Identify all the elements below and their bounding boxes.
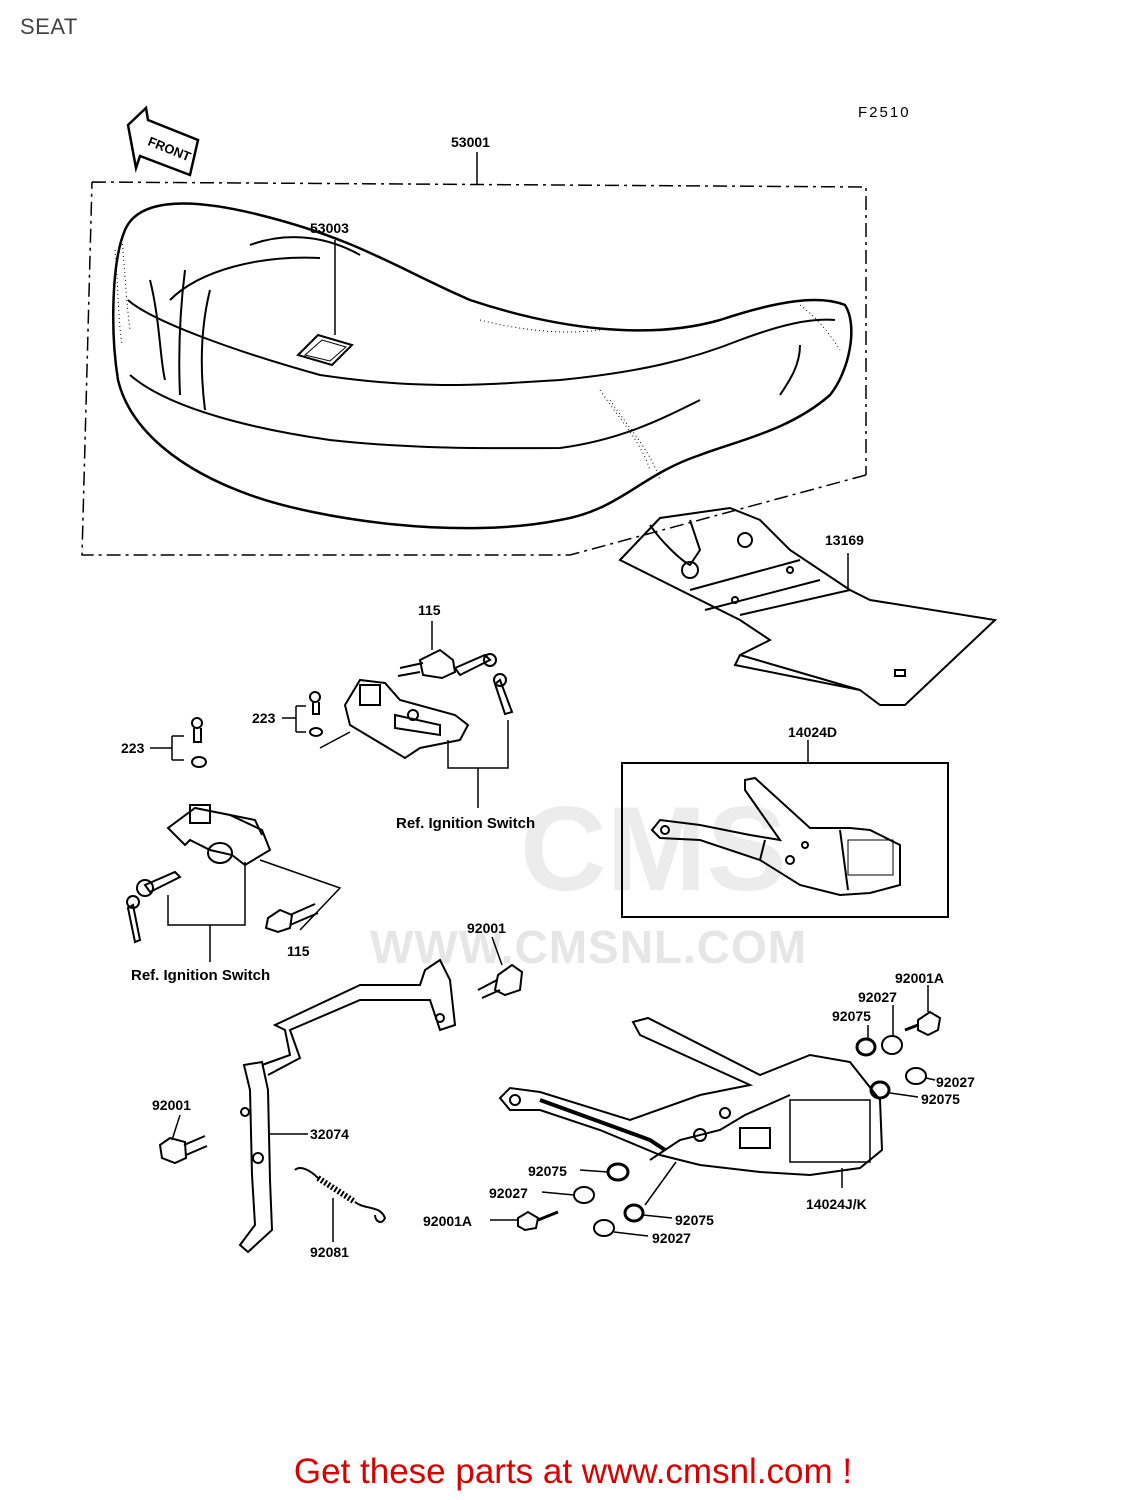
bracket-223-lower	[150, 735, 184, 761]
callout-92027-lower: 92027	[489, 1185, 528, 1201]
seat-emblem-53003	[296, 333, 354, 367]
callout-92075-lower: 92075	[528, 1163, 567, 1179]
bolt-92001-left	[158, 1135, 208, 1165]
leader-lock-upper	[319, 731, 351, 749]
callout-92001A-top: 92001A	[895, 970, 945, 986]
leader-92001-mid	[491, 936, 503, 966]
leader-92027-right	[925, 1077, 936, 1081]
callout-92075-right: 92075	[921, 1091, 960, 1107]
screw-223-upper	[309, 691, 323, 737]
bracket-223-upper	[282, 705, 306, 733]
callout-ref-ignition-lower: Ref. Ignition Switch	[131, 967, 271, 984]
damper-92075-top	[855, 1037, 877, 1057]
callout-223-upper: 223	[252, 710, 276, 726]
front-arrow-icon: FRONT	[126, 105, 200, 177]
collar-92027-lower	[573, 1186, 595, 1204]
seat-lock-upper	[343, 678, 470, 760]
callout-53003: 53003	[310, 220, 349, 236]
spring-92081	[294, 1167, 387, 1223]
bolt-115-upper	[397, 648, 457, 680]
seat-lock-lower	[166, 804, 272, 867]
callout-92001A-lower: 92001A	[423, 1213, 473, 1229]
collar-92027-top	[881, 1035, 903, 1055]
key-icon	[453, 653, 514, 716]
watermark-logo: CMS	[520, 782, 787, 916]
callout-14024D: 14024D	[788, 724, 838, 740]
bolt-115-lower	[264, 903, 319, 934]
callout-223-lower: 223	[121, 740, 145, 756]
bracket-ref-ignition-upper	[447, 720, 509, 808]
callout-ref-ignition-upper: Ref. Ignition Switch	[396, 815, 536, 832]
damper-92075-right	[869, 1080, 891, 1100]
callout-115-upper: 115	[418, 602, 441, 618]
hinge-rod-32074	[238, 958, 457, 1254]
bolt-92001A-lower	[517, 1210, 559, 1232]
screw-223-lower	[191, 717, 207, 768]
callout-53001: 53001	[451, 134, 490, 150]
collar-92027-bottom	[593, 1219, 615, 1237]
leader-92075-lower	[579, 1169, 609, 1173]
callout-14024JK: 14024J/K	[806, 1196, 867, 1212]
callout-92075-top: 92075	[832, 1008, 871, 1024]
seat-pan-13169	[618, 506, 998, 706]
seat-assembly-boundary	[81, 181, 867, 556]
callout-13169: 13169	[825, 532, 864, 548]
key-icon-lower	[126, 870, 182, 944]
grab-rail-14024D-inset	[621, 762, 949, 918]
page-title: SEAT	[20, 14, 78, 39]
callout-92027-right: 92027	[936, 1074, 975, 1090]
grab-rail-14024JK	[498, 1016, 884, 1177]
damper-92075-bottom	[623, 1203, 645, 1223]
callout-92027-bottom: 92027	[652, 1230, 691, 1246]
figure-code: F2510	[858, 104, 911, 121]
leader-92001-left	[171, 1114, 181, 1141]
bolt-92001A-top	[904, 1010, 942, 1037]
footer-link[interactable]: Get these parts at www.cmsnl.com !	[293, 1452, 853, 1491]
bracket-ref-ignition-lower	[167, 862, 246, 962]
leader-14024JK-fastener	[644, 1161, 677, 1206]
leader-115-lower	[259, 859, 342, 931]
collar-92027-right	[905, 1067, 927, 1085]
callout-92001-left: 92001	[152, 1097, 191, 1113]
seat-53001	[112, 202, 853, 530]
callout-32074: 32074	[310, 1126, 349, 1142]
grab-rail-14024D	[650, 776, 901, 897]
callout-92075-bottom: 92075	[675, 1212, 714, 1228]
callout-92081: 92081	[310, 1244, 349, 1260]
leader-92027-bottom	[613, 1231, 649, 1237]
bolt-92001-mid	[477, 963, 524, 999]
callout-92027-top: 92027	[858, 989, 897, 1005]
leader-92027-lower	[541, 1191, 575, 1196]
damper-92075-lower	[606, 1162, 630, 1182]
leader-92075-right	[889, 1092, 919, 1098]
callout-115-lower: 115	[287, 943, 310, 959]
callout-92001-mid: 92001	[467, 920, 506, 936]
leader-92075-bottom	[642, 1214, 673, 1219]
